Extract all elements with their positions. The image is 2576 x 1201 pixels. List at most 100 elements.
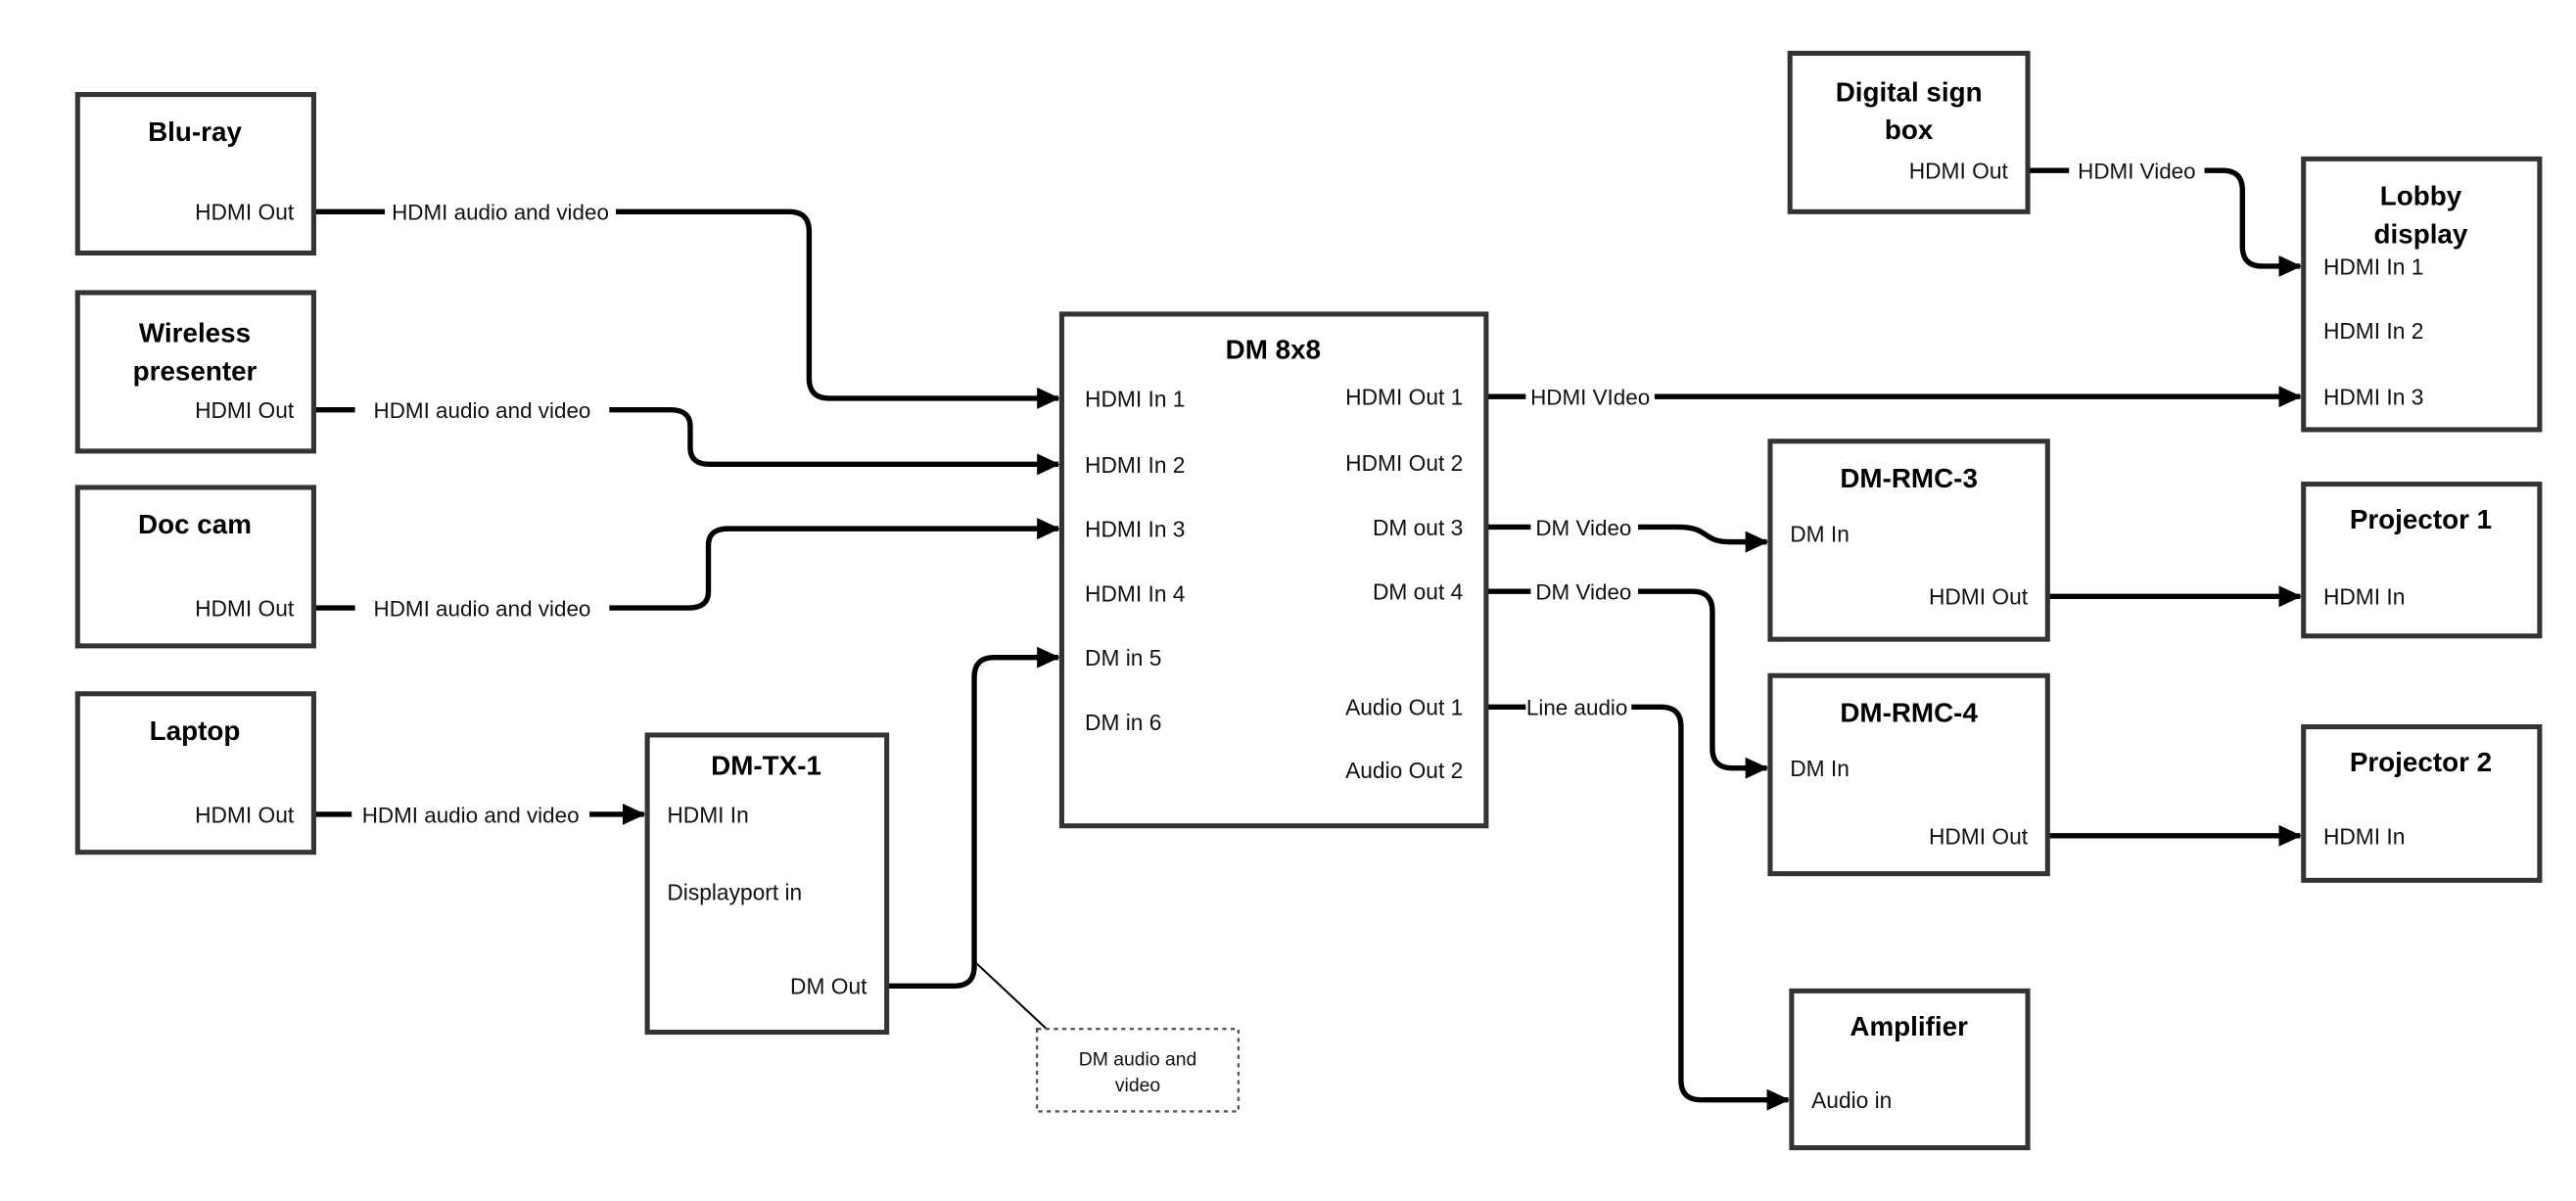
- node-dmtx1: DM-TX-1 HDMI In Displayport in DM Out: [644, 732, 890, 1036]
- node-dmrmc4-port-hdmi-out: HDMI Out: [1929, 823, 2029, 849]
- node-doccam-port-hdmi-out: HDMI Out: [195, 596, 295, 622]
- edge-digisign-to-lobby: HDMI Video: [2028, 160, 2303, 277]
- node-dmtx1-title: DM-TX-1: [711, 750, 821, 780]
- node-proj2-box: [2301, 723, 2543, 883]
- node-dmrmc3-box: [1767, 439, 2050, 642]
- edge-wireless-segment-2: [609, 407, 1060, 476]
- node-dm8x8-port-hdmi-in-4: HDMI In 4: [1085, 580, 1185, 606]
- edge-dmout3-segment-2: [1638, 524, 1769, 553]
- node-wireless-port-hdmi-out: HDMI Out: [195, 397, 295, 423]
- node-proj1-box: [2301, 482, 2543, 639]
- edge-dmout4-label: DM Video: [1535, 580, 1631, 605]
- node-doccam-title: Doc cam: [138, 509, 252, 539]
- edge-digisign-label: HDMI Video: [2078, 160, 2195, 184]
- node-dmrmc3-port-hdmi-out: HDMI Out: [1929, 584, 2029, 610]
- node-dmrmc4: DM-RMC-4 DM In HDMI Out: [1767, 672, 2050, 877]
- note-callout-line: [975, 961, 1054, 1035]
- node-lobby-port-hdmi-in-1: HDMI In 1: [2323, 254, 2423, 279]
- node-dmtx1-port-hdmi-in: HDMI In: [667, 802, 748, 827]
- node-lobby-port-hdmi-in-3: HDMI In 3: [2323, 385, 2423, 410]
- node-dmrmc4-box: [1767, 672, 2050, 877]
- node-wireless-box: [74, 290, 316, 454]
- node-bluray: Blu-ray HDMI Out: [74, 92, 316, 256]
- node-bluray-title: Blu-ray: [148, 116, 242, 147]
- note-text-line1: DM audio and: [1079, 1048, 1197, 1070]
- node-projector2: Projector 2 HDMI In: [2301, 723, 2543, 883]
- edge-bluray-label: HDMI audio and video: [392, 201, 609, 225]
- node-digisign-box: [1787, 50, 2031, 214]
- node-dm8x8-port-hdmi-in-3: HDMI In 3: [1085, 517, 1185, 542]
- node-dmrmc3: DM-RMC-3 DM In HDMI Out: [1767, 439, 2050, 642]
- node-dm8x8-port-hdmi-in-2: HDMI In 2: [1085, 452, 1185, 478]
- node-projector1: Projector 1 HDMI In: [2301, 482, 2543, 639]
- edge-audioout1-to-amplifier: Line audio: [1485, 696, 1791, 1111]
- node-proj2-port-hdmi-in: HDMI In: [2323, 823, 2405, 849]
- edge-dmout3-to-dmrmc3: DM Video: [1485, 516, 1769, 553]
- node-dmrmc3-title: DM-RMC-3: [1840, 463, 1978, 493]
- node-dm8x8-port-audio-out-2: Audio Out 2: [1345, 758, 1463, 783]
- node-dm8x8-port-hdmi-in-1: HDMI In 1: [1085, 386, 1185, 411]
- node-amplifier-title: Amplifier: [1850, 1011, 1968, 1041]
- node-amplifier-box: [1789, 988, 2031, 1151]
- node-amplifier-port-audio-in: Audio in: [1811, 1087, 1892, 1113]
- edge-audioout1-segment-2: [1631, 704, 1791, 1111]
- node-digisign-port-hdmi-out: HDMI Out: [1909, 159, 2009, 184]
- edge-laptop-to-dmtx1: HDMI audio and video: [313, 803, 646, 827]
- node-dm8x8-port-hdmi-out-1: HDMI Out 1: [1345, 385, 1463, 410]
- node-dm8x8-title: DM 8x8: [1226, 334, 1321, 364]
- node-digital-sign-box: Digital sign box HDMI Out: [1787, 50, 2031, 214]
- edge-bluray-segment-2: [616, 208, 1060, 409]
- edge-wireless-to-dm8x8: HDMI audio and video: [313, 398, 1060, 476]
- node-doccam: Doc cam HDMI Out: [74, 485, 316, 649]
- node-proj1-port-hdmi-in: HDMI In: [2323, 584, 2405, 610]
- edges: HDMI audio and video HDMI audio and vide…: [313, 160, 2303, 1111]
- note-text-line2: video: [1115, 1075, 1160, 1096]
- node-lobby-port-hdmi-in-2: HDMI In 2: [2323, 318, 2423, 344]
- edge-doccam-to-dm8x8: HDMI audio and video: [313, 518, 1060, 622]
- node-bluray-port-hdmi-out: HDMI Out: [195, 200, 295, 225]
- note-box: [1035, 1027, 1241, 1113]
- node-dmrmc4-title: DM-RMC-4: [1840, 697, 1978, 727]
- node-lobby-display: Lobby display HDMI In 1 HDMI In 2 HDMI I…: [2301, 156, 2543, 433]
- edge-hdmiout1-to-lobby: HDMI VIdeo: [1485, 386, 2303, 410]
- edge-dmout3-label: DM Video: [1535, 516, 1631, 540]
- node-wireless-title-line1: Wireless: [139, 318, 251, 348]
- node-amplifier: Amplifier Audio in: [1789, 988, 2031, 1151]
- node-dmrmc3-port-dm-in: DM In: [1790, 522, 1850, 547]
- edge-dmout4-to-dmrmc4: DM Video: [1485, 580, 1769, 779]
- edge-dmout4-segment-2: [1638, 588, 1769, 779]
- node-wireless-presenter: Wireless presenter HDMI Out: [74, 290, 316, 454]
- node-dm8x8-port-dm-in-6: DM in 6: [1085, 710, 1161, 735]
- node-bluray-box: [74, 92, 316, 256]
- nodes: Blu-ray HDMI Out Wireless presenter HDMI…: [74, 50, 2543, 1151]
- node-wireless-title-line2: presenter: [133, 355, 258, 386]
- node-dm8x8: DM 8x8 HDMI In 1 HDMI In 2 HDMI In 3 HDM…: [1058, 311, 1489, 829]
- node-proj1-title: Projector 1: [2350, 504, 2492, 534]
- edge-dmtx1-to-dm8x8: [886, 646, 1060, 990]
- edge-doccam-label: HDMI audio and video: [374, 597, 591, 622]
- node-dm8x8-port-audio-out-1: Audio Out 1: [1345, 695, 1463, 720]
- node-laptop-title: Laptop: [150, 716, 241, 746]
- node-lobby-title-line2: display: [2374, 218, 2468, 249]
- edge-doccam-segment-2: [609, 518, 1060, 611]
- edge-laptop-label: HDMI audio and video: [362, 803, 580, 827]
- node-dmrmc4-port-dm-in: DM In: [1790, 756, 1850, 781]
- node-dmtx1-port-dm-out: DM Out: [790, 974, 867, 999]
- node-digisign-title-line1: Digital sign: [1836, 76, 1983, 107]
- node-dm8x8-port-dm-out-3: DM out 3: [1373, 515, 1463, 540]
- edge-bluray-to-dm8x8: HDMI audio and video: [313, 201, 1060, 409]
- node-laptop-port-hdmi-out: HDMI Out: [195, 802, 295, 827]
- node-lobby-title-line1: Lobby: [2380, 181, 2462, 211]
- edge-hdmiout1-label: HDMI VIdeo: [1530, 386, 1650, 410]
- node-digisign-title-line2: box: [1885, 115, 1934, 145]
- node-laptop-box: [74, 691, 316, 855]
- note-dm-audio-and-video: DM audio and video: [1035, 1027, 1241, 1113]
- node-dmtx1-port-displayport-in: Displayport in: [667, 880, 802, 905]
- edge-audioout1-label: Line audio: [1526, 696, 1627, 720]
- node-dm8x8-port-dm-out-4: DM out 4: [1373, 579, 1463, 605]
- node-dm8x8-port-dm-in-5: DM in 5: [1085, 645, 1161, 670]
- node-lobby-box: [2301, 156, 2543, 433]
- node-doccam-box: [74, 485, 316, 649]
